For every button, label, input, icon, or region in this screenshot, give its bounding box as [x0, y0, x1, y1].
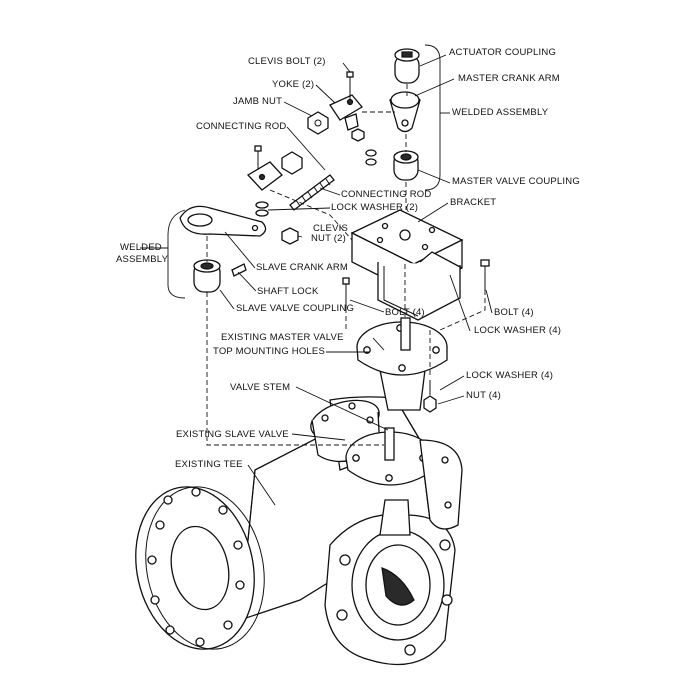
connecting-rod — [289, 174, 335, 211]
label-clevis-nut-1: CLEVIS — [313, 223, 348, 234]
master-crank-arm — [389, 91, 421, 133]
label-actuator-coupling: ACTUATOR COUPLING — [449, 47, 557, 58]
label-welded-assembly-left-2: ASSEMBLY — [116, 254, 169, 265]
existing-master-valve — [356, 317, 448, 411]
label-welded-assembly-right: WELDED ASSEMBLY — [452, 107, 549, 118]
label-bracket: BRACKET — [450, 197, 497, 208]
label-lock-washer-2: LOCK WASHER (2) — [331, 202, 419, 213]
master-valve-coupling — [393, 150, 419, 181]
label-slave-valve-coupling: SLAVE VALVE COUPLING — [236, 303, 355, 314]
actuator-coupling — [394, 48, 420, 84]
alignment-lines — [206, 84, 486, 446]
slave-crank-arm — [179, 205, 267, 237]
label-slave-crank-arm: SLAVE CRANK ARM — [256, 262, 349, 273]
label-connecting-rod-mid: CONNECTING ROD — [341, 189, 432, 200]
label-connecting-rod-top: CONNECTING ROD — [196, 121, 287, 132]
bracket — [350, 209, 464, 321]
label-jamb-nut: JAMB NUT — [233, 96, 283, 107]
bolts — [342, 259, 490, 413]
label-lock-washer-4-right: LOCK WASHER (4) — [474, 325, 562, 336]
slave-yoke — [246, 145, 283, 191]
welded-assembly-braces — [167, 44, 441, 299]
slave-valve-coupling — [193, 259, 221, 293]
tee-flange-bolt-holes — [147, 487, 245, 647]
clevis-nut — [281, 128, 365, 245]
label-valve-stem: VALVE STEM — [230, 382, 291, 393]
tee-right-flange — [419, 439, 463, 530]
slave-jamb-nut — [281, 151, 303, 175]
label-master-valve-coupling: MASTER VALVE COUPLING — [452, 176, 580, 187]
label-existing-master-valve: EXISTING MASTER VALVE — [221, 332, 344, 343]
label-existing-slave-valve: EXISTING SLAVE VALVE — [176, 429, 289, 440]
label-bolt-4-right: BOLT (4) — [494, 307, 534, 318]
label-clevis-nut-2: NUT (2) — [311, 233, 347, 244]
lock-washers — [255, 149, 377, 217]
label-master-crank-arm: MASTER CRANK ARM — [458, 73, 560, 84]
label-nut-4: NUT (4) — [466, 390, 502, 401]
label-yoke: YOKE (2) — [272, 79, 315, 90]
label-lock-washer-4-lower: LOCK WASHER (4) — [466, 370, 554, 381]
label-bolt-4-center: BOLT (4) — [385, 307, 425, 318]
jamb-nut — [307, 111, 329, 135]
leader-lines — [140, 54, 493, 506]
shaft-lock — [231, 263, 247, 277]
label-welded-assembly-left-1: WELDED — [120, 242, 162, 253]
yoke — [329, 94, 363, 131]
label-existing-tee: EXISTING TEE — [175, 459, 243, 470]
label-clevis-bolt: CLEVIS BOLT (2) — [248, 56, 326, 67]
label-top-mounting-holes: TOP MOUNTING HOLES — [213, 346, 325, 357]
label-shaft-lock: SHAFT LOCK — [257, 286, 319, 297]
